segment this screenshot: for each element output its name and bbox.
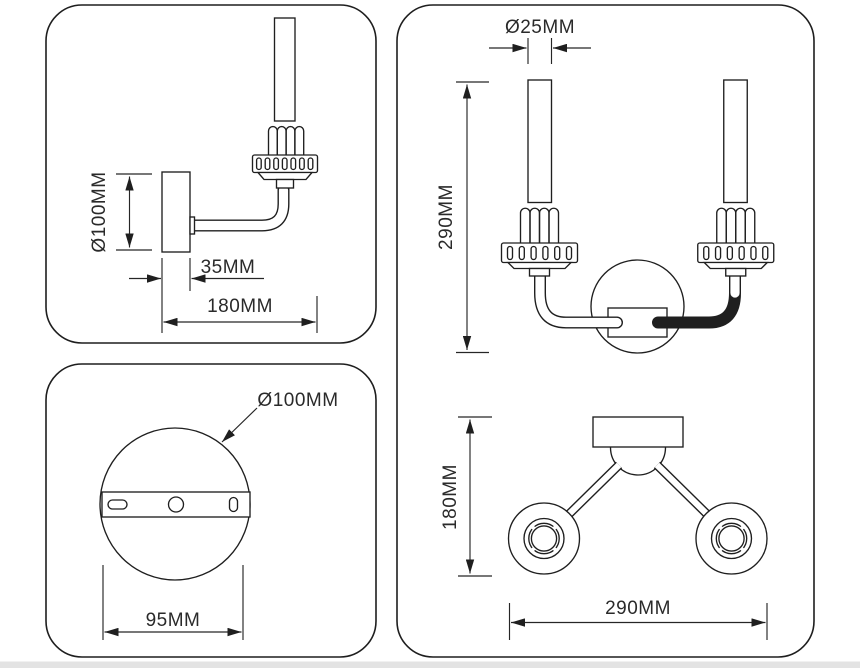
dim-label-mount-diameter: Ø100MM — [257, 390, 338, 411]
mount-view-drawing: Ø100MM 95MM — [99, 390, 338, 640]
mount-hole-center — [167, 496, 185, 513]
dim-label-side-depth: 180MM — [207, 296, 273, 317]
bottom-strip — [0, 661, 860, 668]
dim-label-top-depth: 180MM — [440, 464, 461, 530]
side-view-drawing: Ø100MM 35MM 180MM — [89, 17, 319, 333]
candle-tube-side — [273, 17, 296, 122]
collar-side — [251, 154, 319, 189]
fluted-section-side — [267, 125, 305, 156]
candle-front — [500, 79, 579, 277]
mount-slot-right — [228, 496, 239, 513]
collar-neck-side — [275, 178, 295, 189]
backplate-circle-front — [590, 259, 685, 354]
dim-top-depth — [458, 416, 492, 577]
front-view-drawing: Ø25MM 290MM — [436, 17, 775, 354]
mount-bracket-bar — [101, 491, 251, 518]
candle-socket-top-right — [694, 501, 769, 576]
dim-label-front-candle-diameter: Ø25MM — [505, 17, 575, 38]
top-view-drawing: 180MM 290MM — [440, 416, 769, 640]
dim-side-diameter — [116, 173, 152, 251]
leader-mount-diameter — [221, 407, 258, 443]
dim-label-top-width: 290MM — [605, 598, 671, 619]
arm-flange — [189, 216, 196, 235]
dim-front-height — [456, 81, 489, 354]
dim-mount-spacing — [102, 565, 244, 640]
dim-label-side-thickness: 35MM — [201, 257, 256, 278]
wall-plate-side — [161, 171, 191, 253]
dim-top-width — [508, 603, 768, 640]
dim-front-candle-diameter — [489, 38, 591, 64]
dim-label-mount-spacing: 95MM — [146, 610, 201, 631]
mount-slot-left — [107, 499, 128, 510]
dim-side-depth — [163, 296, 318, 333]
dim-side-thickness — [129, 258, 264, 333]
candle-socket-top — [507, 502, 581, 575]
mount-plate-top — [592, 416, 684, 448]
dim-label-side-diameter: Ø100MM — [89, 171, 110, 252]
dim-label-front-height: 290MM — [436, 184, 457, 250]
